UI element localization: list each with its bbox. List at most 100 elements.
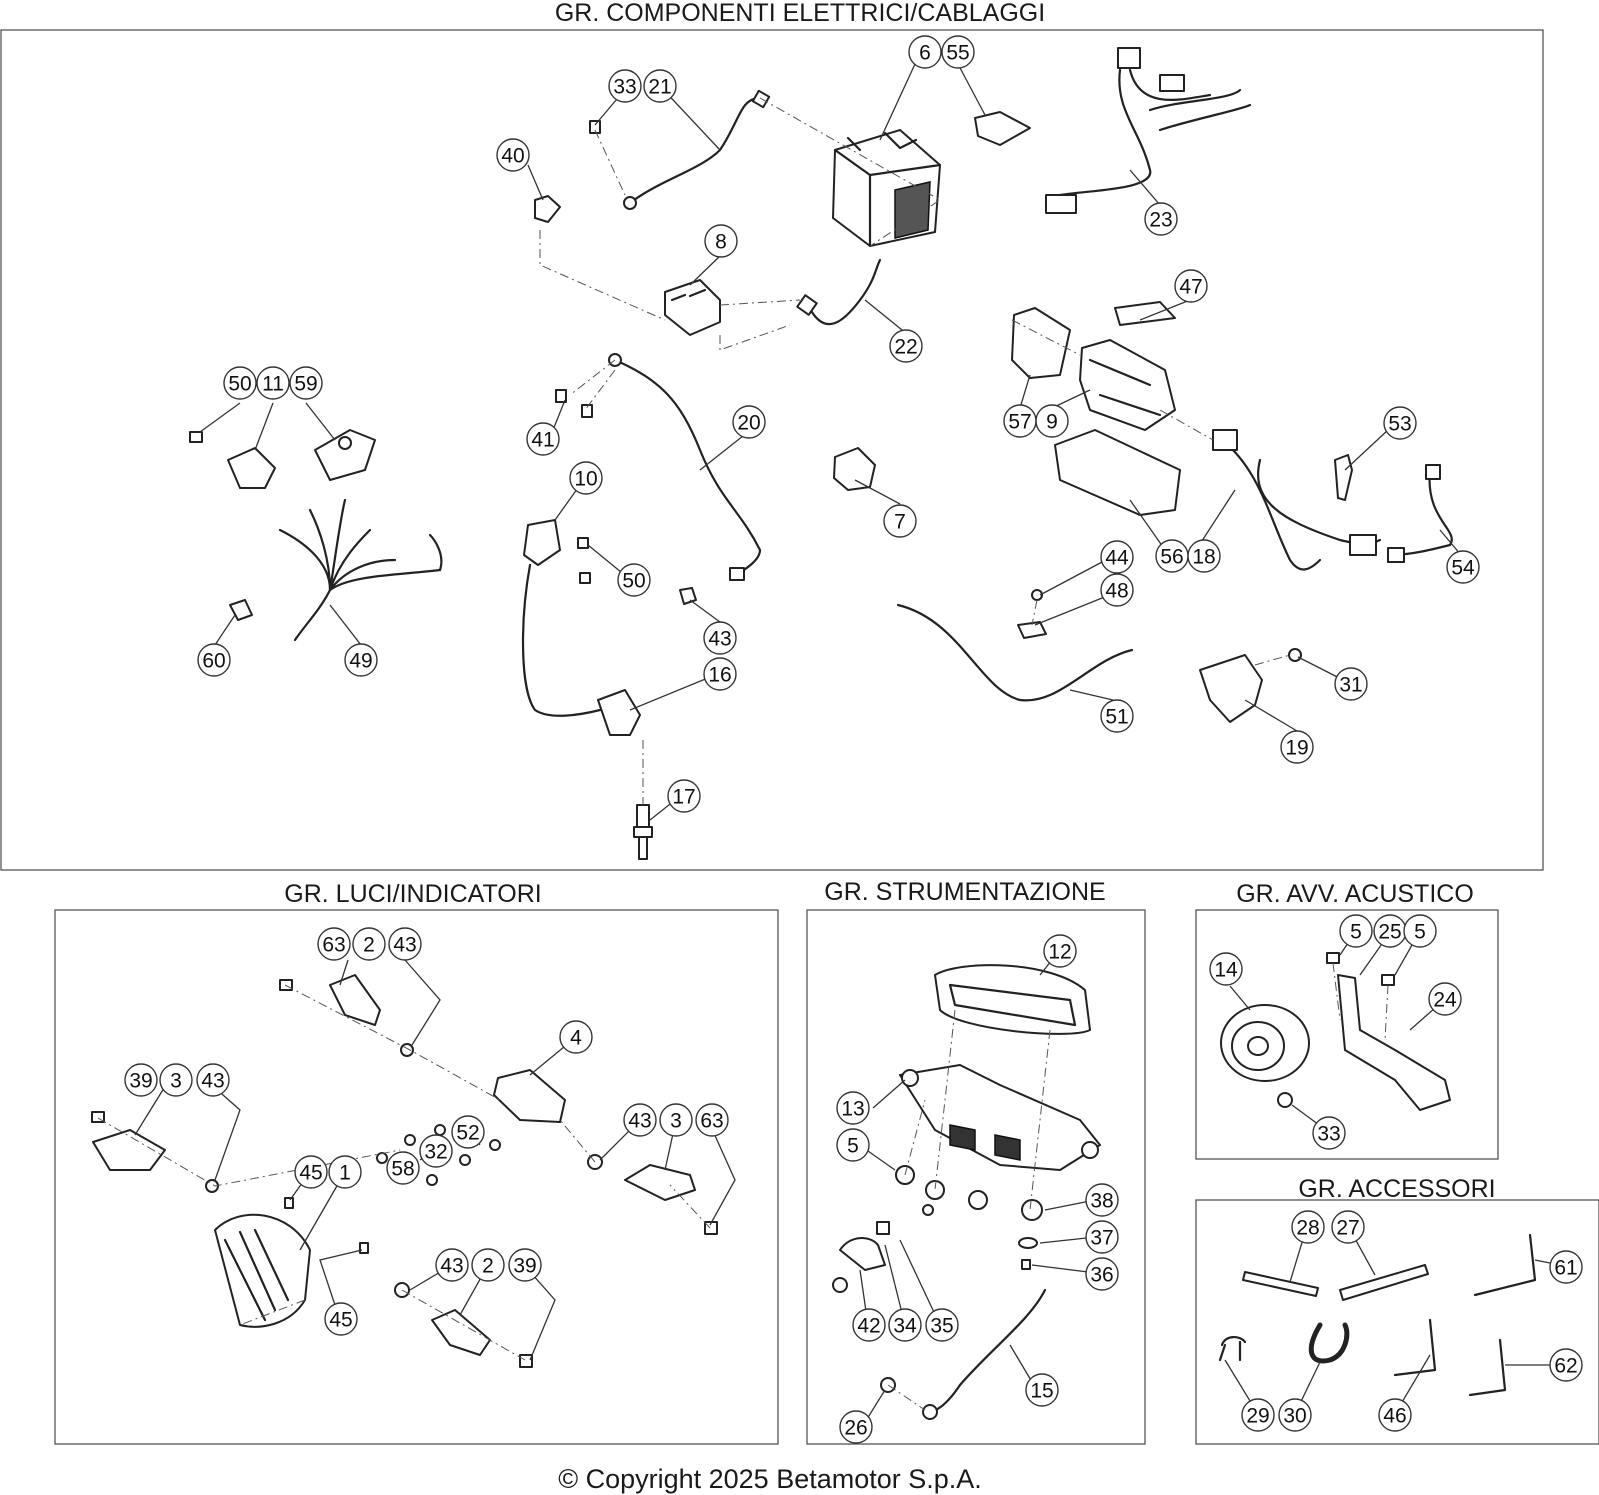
callout-60: 60	[197, 643, 231, 677]
callout-2: 2	[471, 1248, 505, 1282]
screw-31	[1288, 648, 1302, 662]
svg-text:18: 18	[1192, 546, 1215, 569]
svg-text:7: 7	[894, 511, 906, 534]
svg-text:31: 31	[1339, 674, 1362, 697]
svg-text:60: 60	[202, 650, 225, 673]
sensor-53	[1334, 454, 1353, 501]
module-59	[314, 429, 376, 481]
svg-text:5: 5	[847, 1135, 859, 1158]
lights-section-title: GR. LUCI/INDICATORI	[284, 880, 541, 908]
screw-33	[589, 120, 601, 134]
callout-14: 14	[1209, 952, 1243, 986]
svg-text:12: 12	[1048, 941, 1071, 964]
svg-text:53: 53	[1388, 413, 1411, 436]
instrument-bracket-13	[899, 1064, 1101, 1171]
callout-4: 4	[559, 1020, 593, 1054]
svg-text:26: 26	[844, 1417, 867, 1440]
battery-terminal-cap	[974, 111, 1031, 146]
callout-43: 43	[388, 927, 422, 961]
svg-text:9: 9	[1046, 411, 1058, 434]
svg-text:30: 30	[1283, 1405, 1306, 1428]
svg-text:5: 5	[1414, 921, 1426, 944]
svg-text:38: 38	[1090, 1190, 1113, 1213]
svg-text:25: 25	[1378, 921, 1401, 944]
svg-text:14: 14	[1214, 959, 1238, 982]
horn-bracket-24	[1337, 974, 1451, 1111]
callout-8: 8	[704, 224, 738, 258]
wiring-harness-18	[1212, 429, 1382, 571]
svg-text:3: 3	[170, 1070, 182, 1093]
svg-text:49: 49	[349, 650, 372, 673]
svg-text:28: 28	[1296, 1217, 1319, 1240]
callout-17: 17	[667, 779, 701, 813]
svg-text:39: 39	[129, 1070, 152, 1093]
instruments-section-frame	[806, 909, 1146, 1445]
callout-37: 37	[1085, 1220, 1119, 1254]
ignition-coil-10	[521, 519, 641, 736]
svg-text:36: 36	[1090, 1264, 1113, 1287]
starter-cable-20	[613, 358, 762, 577]
callout-40: 40	[496, 138, 530, 172]
svg-text:4: 4	[570, 1027, 582, 1050]
battery-cable-22	[806, 258, 882, 326]
svg-text:33: 33	[1317, 1123, 1340, 1146]
horn-section-frame	[1195, 909, 1499, 1160]
callout-5: 5	[1339, 914, 1373, 948]
callout-52: 52	[451, 1115, 485, 1149]
svg-text:43: 43	[708, 628, 731, 651]
callout-58: 58	[386, 1151, 420, 1185]
starter-relay-8	[664, 279, 721, 336]
svg-text:63: 63	[700, 1110, 723, 1133]
indicator-left	[91, 1111, 219, 1193]
svg-text:41: 41	[531, 429, 554, 452]
accessories-section-title: GR. ACCESSORI	[1298, 1175, 1495, 1203]
svg-text:48: 48	[1105, 580, 1128, 603]
svg-text:47: 47	[1179, 276, 1202, 299]
svg-text:29: 29	[1246, 1405, 1269, 1428]
callout-10: 10	[569, 461, 603, 495]
callout-31: 31	[1334, 667, 1368, 701]
callout-56: 56	[1155, 539, 1189, 573]
rubber-grommets	[376, 1124, 501, 1186]
clamp-34	[839, 1237, 886, 1271]
svg-text:6: 6	[919, 42, 931, 65]
svg-text:52: 52	[456, 1122, 479, 1145]
screw-36	[1021, 1259, 1031, 1270]
svg-text:5: 5	[1350, 921, 1362, 944]
callout-19: 19	[1280, 730, 1314, 764]
svg-text:3: 3	[670, 1110, 682, 1133]
svg-text:44: 44	[1105, 547, 1129, 570]
callout-15: 15	[1025, 1373, 1059, 1407]
bracket-46	[1393, 1318, 1437, 1377]
svg-text:37: 37	[1090, 1227, 1113, 1250]
ecu-assembly	[1011, 301, 1181, 516]
callout-39: 39	[508, 1248, 542, 1282]
svg-text:43: 43	[628, 1110, 651, 1133]
callout-42: 42	[852, 1308, 886, 1342]
screw-42	[832, 1277, 848, 1293]
washer-37	[1018, 1237, 1038, 1249]
nut-35	[876, 1221, 890, 1235]
svg-text:39: 39	[513, 1255, 536, 1278]
callout-12: 12	[1043, 934, 1077, 968]
voltage-regulator-7	[833, 447, 876, 491]
callout-5: 5	[836, 1128, 870, 1162]
callout-3: 3	[659, 1103, 693, 1137]
svg-text:51: 51	[1105, 706, 1128, 729]
svg-text:20: 20	[737, 412, 760, 435]
cable-51	[896, 603, 1134, 702]
callout-2: 2	[352, 927, 386, 961]
callout-26: 26	[839, 1410, 873, 1444]
callout-55: 55	[941, 35, 975, 69]
callout-11: 11	[256, 366, 290, 400]
callout-1: 1	[328, 1155, 362, 1189]
callout-48: 48	[1100, 573, 1134, 607]
spark-plug-17	[633, 804, 653, 860]
svg-text:63: 63	[322, 934, 345, 957]
callout-32: 32	[419, 1134, 453, 1168]
svg-text:1: 1	[339, 1162, 351, 1185]
battery	[832, 129, 942, 248]
battery-cable-21	[628, 96, 760, 205]
callout-33: 33	[608, 69, 642, 103]
callout-41: 41	[526, 422, 560, 456]
